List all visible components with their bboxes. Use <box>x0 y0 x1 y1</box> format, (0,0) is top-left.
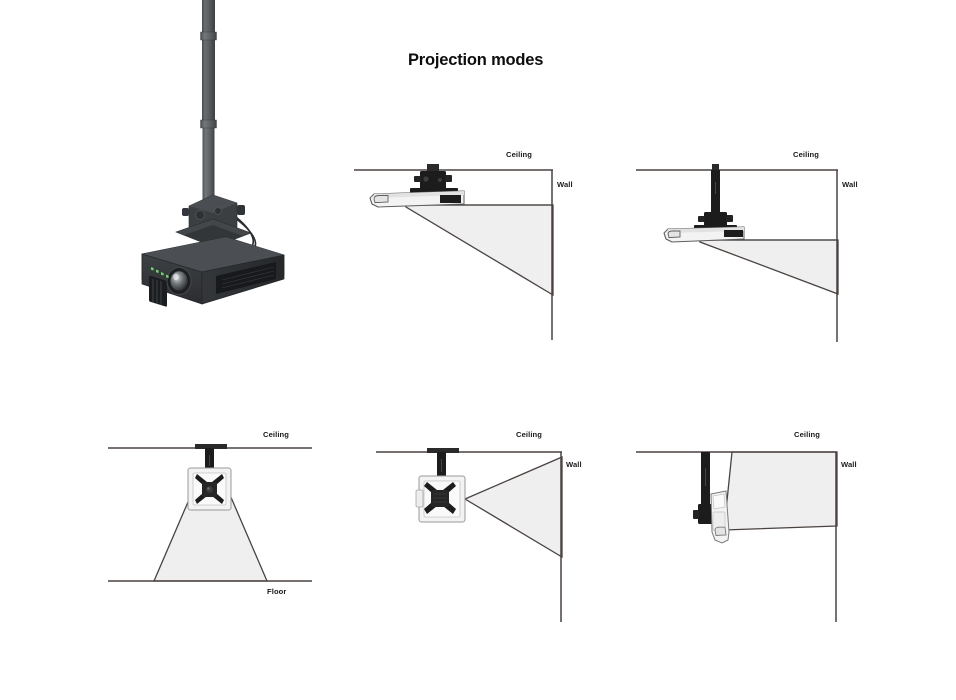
projector-portrait-view <box>710 490 730 544</box>
ceiling-label: Ceiling <box>793 150 820 159</box>
ceiling-label: Ceiling <box>263 430 290 439</box>
ceiling-mount-bracket <box>410 164 458 194</box>
wall-label: Wall <box>566 460 582 469</box>
wall-label: Wall <box>557 180 573 189</box>
drop-pole <box>427 448 459 478</box>
x-mount-bracket <box>195 474 224 504</box>
diagram-mode-downward-to-floor: Ceiling Floor <box>100 430 320 610</box>
page-title: Projection modes <box>408 51 544 69</box>
ceiling-label: Ceiling <box>794 430 821 439</box>
side-vent <box>216 262 276 294</box>
projection-beam <box>405 204 554 297</box>
projector-side-view <box>663 226 745 243</box>
drop-pole <box>711 164 720 218</box>
ceiling-mounted-projector-photo <box>118 0 308 308</box>
projector-front-view <box>415 475 466 523</box>
projection-beam <box>699 239 839 295</box>
ceiling-label: Ceiling <box>516 430 543 439</box>
projector-front-view <box>187 467 232 511</box>
ceiling-label: Ceiling <box>506 150 533 159</box>
projector-side-view <box>369 190 465 208</box>
wall-label: Wall <box>841 460 857 469</box>
floor-label: Floor <box>267 587 287 596</box>
projector-lens <box>166 267 192 295</box>
projection-beam <box>463 456 563 559</box>
x-mount-bracket <box>424 482 456 514</box>
diagram-mode-drop-pole-front-wall: Ceiling Wall <box>630 150 880 350</box>
diagram-mode-horizontal-to-wall: Ceiling Wall <box>370 430 595 630</box>
wall-label: Wall <box>842 180 858 189</box>
diagram-mode-portrait-upward-to-wall: Ceiling Wall <box>630 430 880 630</box>
front-vent <box>149 275 167 307</box>
drop-pole <box>693 452 715 524</box>
telescoping-pole <box>200 0 217 225</box>
diagram-mode-ceiling-front-wall: Ceiling Wall <box>348 150 593 350</box>
status-indicator-leds <box>151 267 169 279</box>
projection-beam <box>723 451 838 531</box>
projector-body <box>141 236 285 307</box>
drop-pole <box>195 444 227 470</box>
